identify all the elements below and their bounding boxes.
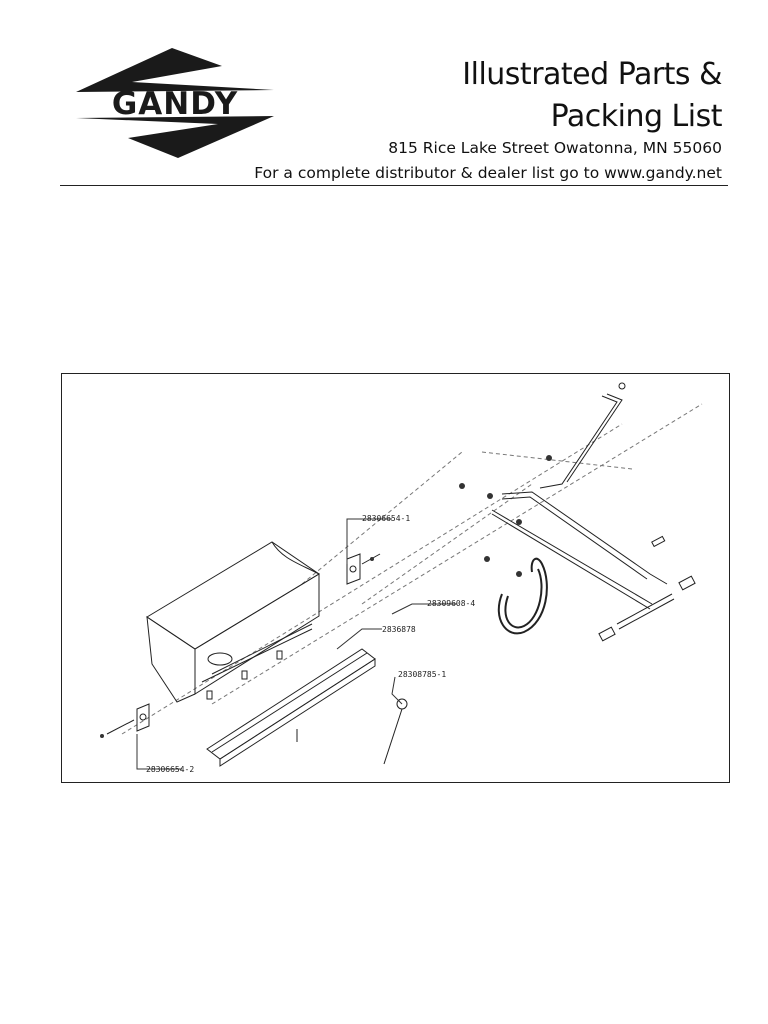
part-label: 28306654-2 xyxy=(146,765,194,774)
hopper-box xyxy=(146,541,320,703)
leader-lines xyxy=(136,518,457,770)
u-loop-bar xyxy=(497,557,548,635)
title-line-1: Illustrated Parts & xyxy=(462,57,722,92)
exploded-view-drawing: 28306654-1 28309608-4 2836878 28308785-1… xyxy=(100,382,703,774)
document-title: Illustrated Parts & Packing List xyxy=(462,54,722,138)
header-divider xyxy=(60,185,728,186)
title-line-2: Packing List xyxy=(550,99,723,134)
gandy-logo: GANDY xyxy=(72,46,278,160)
logo-top-chevron xyxy=(76,48,274,92)
handle-bar xyxy=(539,382,626,489)
hardware xyxy=(100,455,552,738)
logo-wordmark: GANDY xyxy=(112,86,238,122)
part-label: 28308785-1 xyxy=(398,670,446,679)
end-bracket-right xyxy=(346,553,381,585)
spring-rod xyxy=(383,698,408,765)
part-label: 28309608-4 xyxy=(427,599,475,608)
parts-diagram: 28306654-1 28309608-4 2836878 28308785-1… xyxy=(61,373,730,783)
part-label: 28306654-1 xyxy=(362,514,410,523)
end-bracket-left xyxy=(106,703,150,735)
assembly-lines xyxy=(121,403,703,735)
logo-bottom-chevron xyxy=(76,116,274,158)
company-address: 815 Rice Lake Street Owatonna, MN 55060 xyxy=(388,139,722,157)
frame-axle xyxy=(491,491,696,642)
part-label: 2836878 xyxy=(382,625,416,634)
dealer-note: For a complete distributor & dealer list… xyxy=(254,164,722,182)
agitator-tray xyxy=(206,648,376,767)
